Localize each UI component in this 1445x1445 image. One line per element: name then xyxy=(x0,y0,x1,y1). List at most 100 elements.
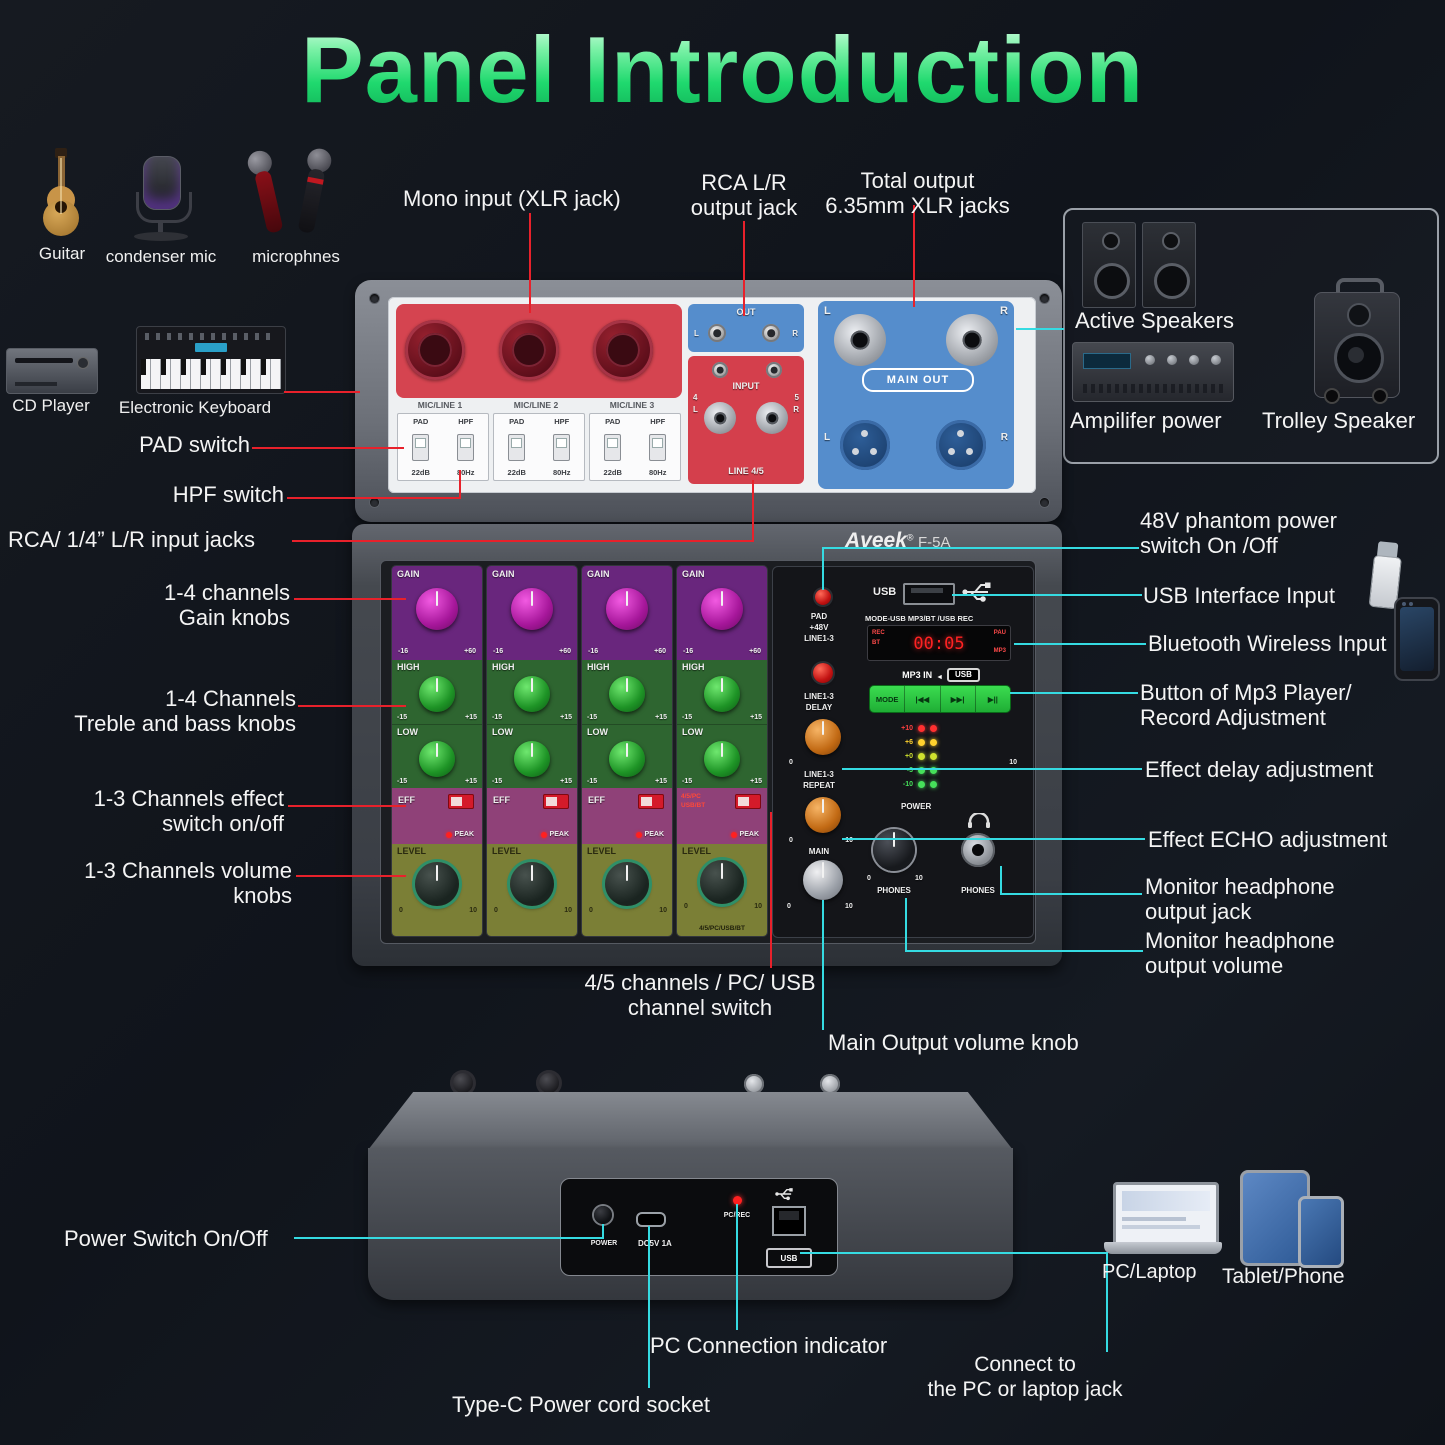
callout-line xyxy=(913,205,915,307)
eq-min: -15 xyxy=(492,778,503,785)
pad48-label-2: +48V xyxy=(809,623,829,632)
hpf-label: HPF xyxy=(458,417,474,426)
gain-min: -16 xyxy=(588,648,599,655)
level-min: 0 xyxy=(494,907,498,914)
low-knob xyxy=(704,741,740,777)
high-knob xyxy=(704,676,740,712)
meter-label: +10 xyxy=(901,724,913,732)
level-max: 10 xyxy=(469,907,477,914)
low-label: LOW xyxy=(397,727,418,737)
gain-max: +60 xyxy=(654,648,666,655)
peak-label: PEAK xyxy=(549,831,569,838)
level-knob xyxy=(700,860,744,904)
pad-db-label: 22dB xyxy=(411,468,430,477)
hpf-hz-label: 80Hz xyxy=(456,468,475,477)
usb-logo-text: USB xyxy=(780,1253,798,1263)
callout-line xyxy=(252,447,404,449)
level-knob xyxy=(415,862,459,906)
eq-max: +15 xyxy=(560,778,572,785)
previous-button: |◀◀ xyxy=(905,686,941,712)
power-button xyxy=(594,1206,612,1224)
hpf-switch xyxy=(457,433,475,461)
main-out-left-jack xyxy=(834,314,886,366)
condenser-mic-icon xyxy=(126,156,196,244)
bluetooth-callout: Bluetooth Wireless Input xyxy=(1148,631,1387,656)
eq-max: +15 xyxy=(560,714,572,721)
hpf-hz-label: 80Hz xyxy=(552,468,571,477)
keyboard-icon xyxy=(136,326,286,394)
mp3-buttons-callout: Button of Mp3 Player/Record Adjustment xyxy=(1140,680,1352,730)
peak-label: PEAK xyxy=(454,831,474,838)
type-c-port xyxy=(636,1212,666,1227)
guitar-icon xyxy=(32,148,90,240)
eq-min: -15 xyxy=(587,714,598,721)
delay-max: 10 xyxy=(1009,759,1017,766)
callout-line xyxy=(822,900,824,1030)
arrow-left-icon xyxy=(936,666,943,684)
phone-icon xyxy=(1394,597,1440,681)
gain-min: -16 xyxy=(398,648,409,655)
level-min: 0 xyxy=(589,907,593,914)
level-min: 0 xyxy=(684,903,688,910)
eff-label: EFF xyxy=(398,795,415,805)
main-out-badge: MAIN OUT xyxy=(862,368,974,392)
gain-knob xyxy=(511,588,553,630)
callout-line xyxy=(822,547,824,590)
meter-led xyxy=(918,780,925,788)
bt-indicator: BT xyxy=(872,640,880,646)
callout-line xyxy=(288,805,406,807)
eq-max: +15 xyxy=(655,714,667,721)
guitar-label: Guitar xyxy=(38,244,86,263)
cd-player-icon xyxy=(6,348,98,394)
level-label: LEVEL xyxy=(397,846,427,856)
play-pause-button: ▶|| xyxy=(987,694,998,704)
pad-label: PAD xyxy=(605,417,621,426)
mic-line-1-label: MIC/LINE 1 xyxy=(417,400,463,410)
main-min: 0 xyxy=(787,903,791,910)
high-knob xyxy=(419,676,455,712)
rec-indicator: REC xyxy=(872,630,885,636)
back-panel-top-face xyxy=(368,1092,1013,1150)
brand-text: Aveek® F-5A xyxy=(845,529,951,553)
mp3-in-label: MP3 IN xyxy=(902,670,933,680)
callout-line xyxy=(770,812,772,968)
eq-min: -15 xyxy=(492,714,503,721)
callout-line xyxy=(459,470,461,499)
rca-in-right-jack xyxy=(766,362,782,378)
callout-line xyxy=(298,705,406,707)
gain-label: GAIN xyxy=(587,569,610,579)
eq-min: -15 xyxy=(682,714,693,721)
gain-max: +60 xyxy=(749,648,761,655)
channel-strip-2: GAIN -16 +60 HIGH -15 +15 LOW -15 +15 EF… xyxy=(487,566,577,936)
usb-trident-icon xyxy=(962,582,991,602)
input-label: INPUT xyxy=(732,381,760,391)
back-panel-jack-1 xyxy=(450,1070,476,1096)
out-l-label: L xyxy=(694,329,699,338)
channel-strip-4: GAIN -16 +60 HIGH -15 +15 LOW -15 +15 4/… xyxy=(677,566,767,936)
callout-line xyxy=(648,1226,650,1388)
meter-led xyxy=(930,724,937,732)
microphones-icon xyxy=(245,146,343,244)
hpf-hz-label: 80Hz xyxy=(648,468,667,477)
gain-min: -16 xyxy=(683,648,694,655)
callout-line xyxy=(842,768,1142,770)
power-led-label: POWER xyxy=(901,802,932,811)
eq-max: +15 xyxy=(750,778,762,785)
amplifier-power-label: Ampilifer power xyxy=(1070,408,1222,433)
delay-callout: Effect delay adjustment xyxy=(1145,757,1374,782)
mono-input-callout: Mono input (XLR jack) xyxy=(403,186,621,211)
callout-line xyxy=(294,1237,604,1239)
delay-min: 0 xyxy=(789,759,793,766)
phones-knob-label: PHONES xyxy=(877,886,911,895)
callout-line xyxy=(1000,866,1002,893)
repeat-label-1: LINE1-3 xyxy=(804,770,834,779)
low-label: LOW xyxy=(682,727,703,737)
usb-logo-badge: USB xyxy=(947,668,980,682)
eff-switch xyxy=(448,794,474,809)
meter-led xyxy=(918,738,925,746)
trolley-speaker-label: Trolley Speaker xyxy=(1262,408,1416,433)
